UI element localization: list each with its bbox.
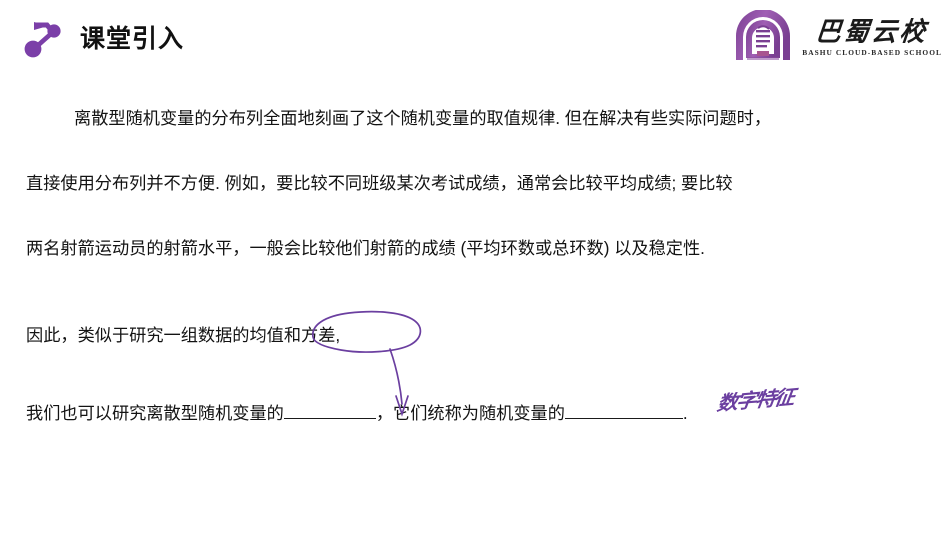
- answer-blank-2[interactable]: [564, 418, 683, 419]
- node-graph-icon: [22, 18, 68, 60]
- brand-wordmark: 巴蜀云校 BASHU CLOUD-BASED SCHOOL: [802, 16, 942, 58]
- page-title-group: 课堂引入: [22, 18, 184, 60]
- body-line-5: 我们也可以研究离散型随机变量的 ，它们统称为随机变量的.: [26, 403, 688, 423]
- brand-name-en: BASHU CLOUD-BASED SCHOOL: [802, 48, 942, 58]
- answer-blank-1[interactable]: [283, 418, 376, 419]
- body-line-1: 离散型随机变量的分布列全面地刻画了这个随机变量的取值规律. 但在解决有些实际问题…: [74, 108, 772, 128]
- body-line-2: 直接使用分布列并不方便. 例如，要比较不同班级某次考试成绩，通常会比较平均成绩;…: [26, 173, 733, 193]
- brand-logo: 巴蜀云校 BASHU CLOUD-BASED SCHOOL: [732, 10, 942, 64]
- line5-middle: ，它们统称为随机变量的: [375, 403, 565, 423]
- body-line-4: 因此，类似于研究一组数据的均值和方差,: [26, 325, 341, 345]
- bashu-seal-icon: [732, 10, 794, 64]
- slide-header: 课堂引入: [0, 0, 950, 82]
- page-title: 课堂引入: [80, 24, 185, 53]
- line5-prefix: 我们也可以研究离散型随机变量的: [26, 403, 284, 423]
- brand-name-cn: 巴蜀云校: [814, 16, 930, 48]
- line5-suffix: .: [682, 403, 688, 423]
- body-line-3: 两名射箭运动员的射箭水平，一般会比较他们射箭的成绩 (平均环数或总环数) 以及稳…: [26, 238, 705, 258]
- handwritten-answer: 数字特征: [715, 384, 795, 415]
